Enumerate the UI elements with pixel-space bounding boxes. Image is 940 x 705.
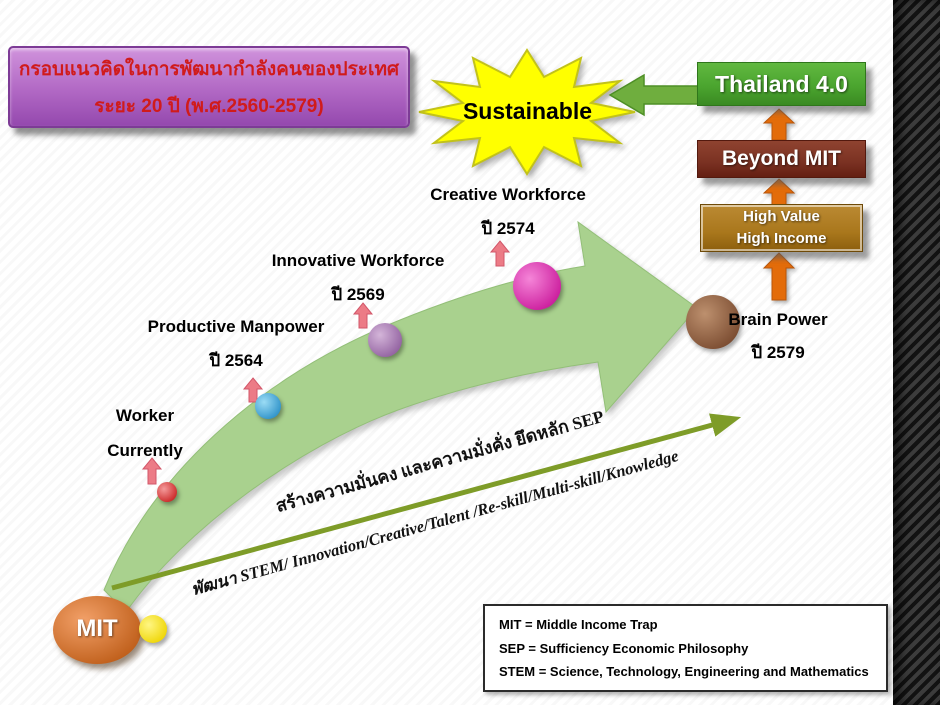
- high-value-label: High Value: [743, 208, 820, 226]
- worker-dot: [157, 482, 177, 502]
- high-value-high-income-box: High Value High Income: [700, 204, 863, 252]
- sustainable-label: Sustainable: [462, 98, 593, 124]
- milestone-innovative-label: Innovative Workforce: [271, 251, 445, 270]
- mit-label: MIT: [76, 615, 118, 642]
- milestone-creative-sub: ปี 2574: [481, 219, 535, 238]
- thailand-40-label: Thailand 4.0: [715, 70, 848, 97]
- thailand-40-box: Thailand 4.0: [697, 62, 866, 106]
- orange-up-arrow-2: [762, 178, 796, 206]
- beyond-mit-box: Beyond MIT: [697, 140, 866, 178]
- sep-diagonal-arrow: [111, 413, 742, 591]
- productive-sphere: [255, 393, 281, 419]
- milestone-productive-sub: ปี 2564: [209, 351, 263, 370]
- title-line2: ระยะ 20 ปี (พ.ศ.2560-2579): [94, 95, 324, 117]
- milestone-productive-label: Productive Manpower: [147, 317, 325, 336]
- beyond-mit-label: Beyond MIT: [722, 147, 841, 170]
- milestone-worker-sub: Currently: [107, 441, 183, 460]
- milestone-brainpower-sub: ปี 2579: [751, 343, 805, 362]
- legend-item-mit: MIT = Middle Income Trap: [499, 617, 658, 632]
- mit-ellipse: [53, 596, 141, 664]
- milestone-up-arrow-worker: [141, 457, 163, 485]
- high-income-label: High Income: [736, 230, 827, 247]
- brain-power-sphere: [686, 295, 740, 349]
- legend-item-sep: SEP = Sufficiency Economic Philosophy: [499, 640, 749, 656]
- start-dot: [139, 615, 167, 643]
- innovative-sphere: [368, 323, 402, 357]
- green-left-arrow: [608, 73, 701, 117]
- title-box: กรอบแนวคิดในการพัฒนากำลังคนของประเทศ ระย…: [8, 46, 410, 128]
- milestone-brainpower-label: Brain Power: [728, 310, 828, 329]
- sustainable-starburst: [418, 48, 636, 176]
- creative-sphere: [513, 262, 561, 310]
- legend-box: MIT = Middle Income Trap SEP = Sufficien…: [483, 604, 888, 692]
- milestone-innovative-sub: ปี 2569: [331, 285, 385, 304]
- orange-up-arrow-1: [762, 108, 796, 141]
- title-line1: กรอบแนวคิดในการพัฒนากำลังคนของประเทศ: [18, 58, 400, 80]
- milestone-up-arrow-productive: [242, 377, 264, 403]
- milestone-creative-label: Creative Workforce: [430, 185, 586, 204]
- milestone-worker-label: Worker: [115, 406, 175, 425]
- milestone-up-arrow-innovative: [352, 302, 374, 329]
- orange-up-arrow-3: [762, 252, 796, 301]
- legend-item-stem: STEM = Science, Technology, Engineering …: [499, 664, 869, 679]
- slide-edge-decoration: [893, 0, 940, 705]
- milestone-up-arrow-creative: [489, 240, 511, 267]
